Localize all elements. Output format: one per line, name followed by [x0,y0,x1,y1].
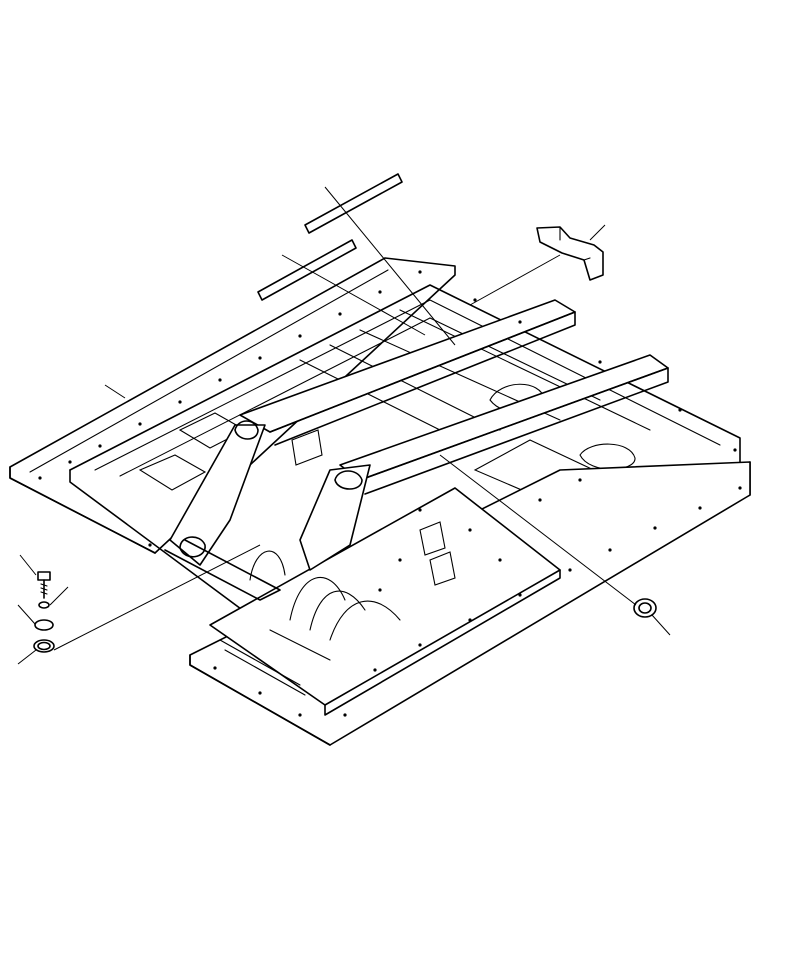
o-ring-icon [33,619,55,653]
washer-icon [38,601,50,609]
strip-upper [304,173,403,234]
boom-arms [164,299,669,601]
main-frame [69,284,751,691]
leader-lines [17,186,671,665]
strip-lower [257,239,357,301]
left-floor-plate [9,257,456,554]
bolt-icon [37,571,51,599]
seal-ring-icon [633,598,657,618]
cab-floor-plate [209,487,561,716]
bracket-part [536,226,604,281]
fastener-dots [38,270,742,717]
